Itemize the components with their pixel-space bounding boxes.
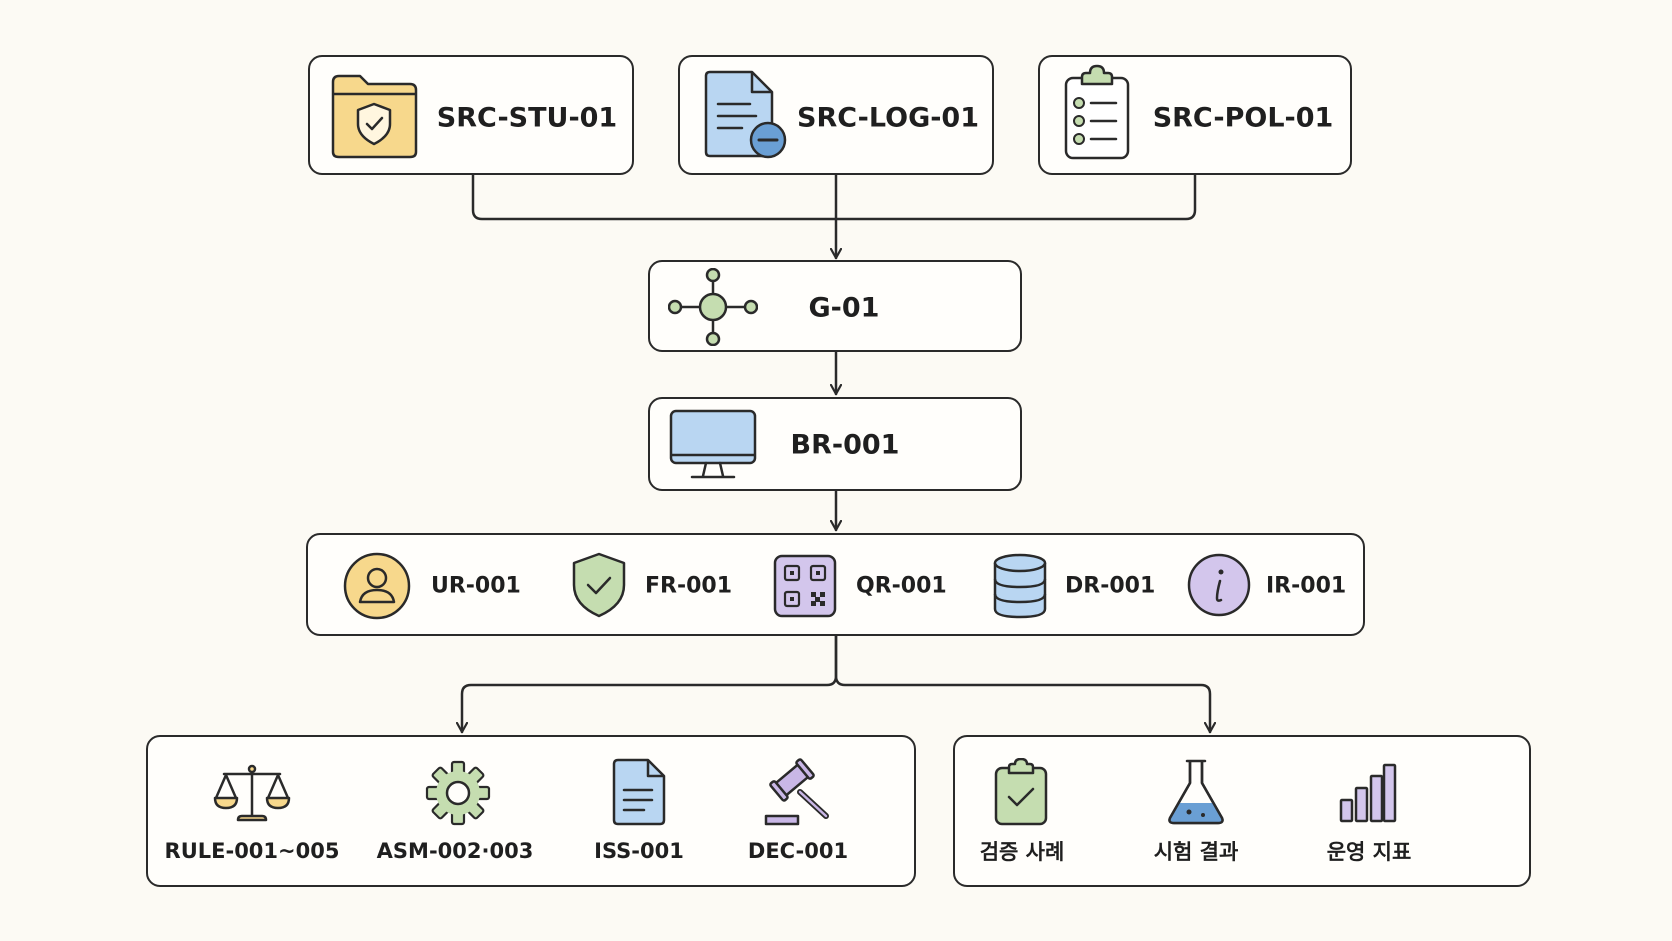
connector-split [462,634,838,734]
scales-icon[interactable] [212,762,292,826]
output-label-metrics: 운영 지표 [1326,840,1412,864]
output-label-rule: RULE-001~005 [164,839,340,863]
requirement-label-dr: DR-001 [1065,573,1156,599]
database-icon[interactable] [992,552,1048,620]
requirement-label-qr: QR-001 [856,573,947,599]
gear-icon[interactable] [425,760,491,826]
requirement-label-ir: IR-001 [1266,573,1347,599]
flask-icon[interactable] [1165,758,1227,826]
shield-folder-icon [331,74,418,159]
shield-check-icon[interactable] [570,551,628,619]
qr-code-icon[interactable] [773,554,837,618]
output-label-verification: 검증 사례 [979,840,1065,864]
output-label-asm: ASM-002·003 [376,839,534,863]
connector-split-right [834,634,1210,734]
clipboard-check-icon[interactable] [993,758,1049,826]
graph-label: G-01 [808,292,880,324]
source-label-log: SRC-LOG-01 [796,102,980,134]
info-icon[interactable] [1186,552,1252,618]
monitor-icon [669,409,757,479]
network-node-icon [668,268,758,346]
output-label-iss: ISS-001 [594,839,684,863]
requirement-label-ur: UR-001 [431,573,521,599]
source-label-stu: SRC-STU-01 [436,102,618,134]
output-label-test: 시험 결과 [1153,840,1239,864]
document-minus-icon [704,70,787,159]
browser-label: BR-001 [790,429,900,461]
document-icon[interactable] [610,758,668,826]
bar-chart-icon[interactable] [1338,762,1398,824]
source-label-pol: SRC-POL-01 [1152,102,1334,134]
outputs-left-box [146,735,916,887]
output-label-dec: DEC-001 [747,839,849,863]
requirement-label-fr: FR-001 [645,573,733,599]
outputs-right-box [953,735,1531,887]
clipboard-list-icon [1064,64,1130,160]
connector-sources-merge [471,173,1197,221]
gavel-icon[interactable] [760,758,834,828]
user-icon[interactable] [342,551,412,621]
